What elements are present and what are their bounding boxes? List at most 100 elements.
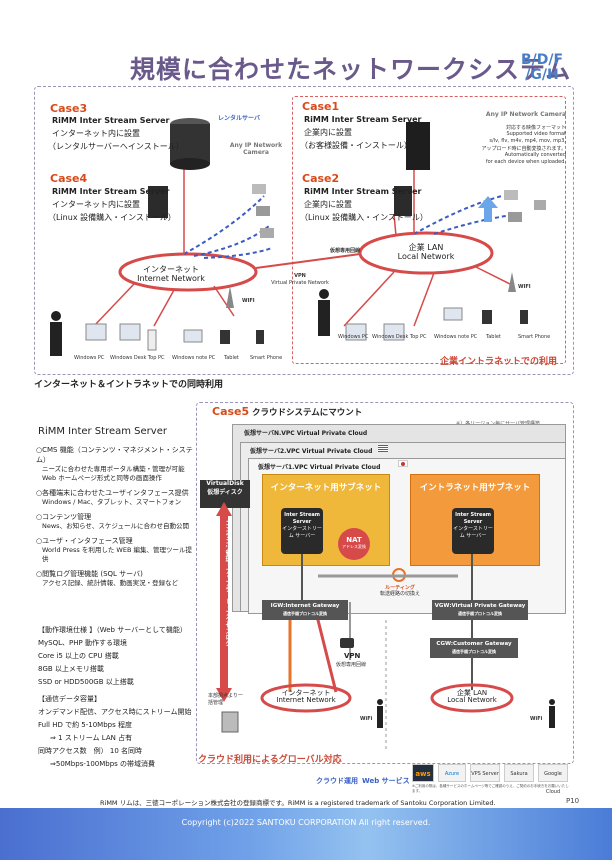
wifi-label-right: WIFI xyxy=(518,284,531,290)
device-label: Windows Desk Top PC xyxy=(372,334,427,340)
spec-data-title: 【通信データ容量】 xyxy=(38,695,101,703)
feature-item: ○コンテンツ管理 News、お知らせ、スケジュールに合わせ自動公開 xyxy=(36,512,198,531)
vgw-label: VGW:Virtual Private Gateway xyxy=(434,603,526,609)
case3-desc2: （レンタルサーバーへインストール） xyxy=(48,142,184,151)
feature-title: 閲覧ログ管理機能 (SQL サーバ) xyxy=(42,570,143,578)
cloud-lan-label: 企業 LAN xyxy=(456,689,488,697)
case4-heading: Case4 xyxy=(50,172,88,185)
case4-server: RiMM Inter Stream Server xyxy=(52,187,170,196)
virtual-disk-label-jp: 仮想ディスク xyxy=(207,489,243,496)
rental-server-label: レンタルサーバ xyxy=(218,115,260,122)
spec-line: Full HD で約 5-10Mbps 程度 xyxy=(38,721,132,729)
linux-server-left-icon xyxy=(148,186,168,218)
internet-ring xyxy=(118,252,258,292)
aws-logo: aws xyxy=(412,764,434,782)
vpc-2-label: 仮想サーバ2.VPC Virtual Private Cloud xyxy=(250,448,373,455)
vpc-n-label: 仮想サーバN.VPC Virtual Private Cloud xyxy=(244,430,368,437)
internet-subnet-label: インターネット用サブネット xyxy=(270,483,382,493)
feature-item: ○閲覧ログ管理機能 (SQL サーバ) アクセス記録、統計情報、動画実況・登録な… xyxy=(36,569,198,588)
vgw-sublabel: 通信手順プロトコル変換 xyxy=(458,611,502,616)
sakura-logo: Sakura xyxy=(504,764,534,782)
wifi-label-left: WIFI xyxy=(242,298,255,304)
intranet-caption: 企業イントラネットでの利用 xyxy=(440,357,558,367)
feature-title: ユーザ・インタフェース管理 xyxy=(42,537,133,545)
server-intranet: Inter Stream Server インターストリーム サーバー xyxy=(452,508,494,554)
spec-line: ⇒50Mbps-100Mbps の帯域消費 xyxy=(50,760,156,768)
device-label: Tablet xyxy=(486,334,501,340)
lan-label-en: Local Network xyxy=(397,252,455,261)
device-label: Smart Phone xyxy=(250,355,283,361)
hq-label: 本部拠点より一括管理 xyxy=(208,693,243,706)
top-diagram-panel xyxy=(34,86,574,375)
features-heading: RiMM Inter Stream Server xyxy=(38,426,167,437)
case3-server: RiMM Inter Stream Server xyxy=(52,116,170,125)
cloud-lan-label-en: Local Network xyxy=(447,696,497,704)
device-label: Smart Phone xyxy=(518,334,551,340)
internet-label-en: Internet Network xyxy=(137,274,205,283)
google-cloud-logo: Google Cloud xyxy=(538,764,568,795)
igw-box: IGW:Internet Gateway 通信手順プロトコル変換 xyxy=(262,600,348,620)
routing-sublabel: 転送経路の切換え xyxy=(379,591,420,597)
rack-server-icon xyxy=(406,122,430,170)
cloud-internet-label-en: Internet Network xyxy=(276,696,336,704)
trademark-notice: RiMM リムは、三徳コーポレーション株式会社の登録商標です。RiMM is a… xyxy=(100,799,496,807)
server-internet-label-jp: インターストリーム サーバー xyxy=(282,526,322,539)
feature-title: コンテンツ管理 xyxy=(42,513,92,521)
internet-label: インターネット xyxy=(143,265,199,274)
nat-badge: NAT アドレス変換 xyxy=(338,528,370,560)
device-label: Windows Desk Top PC xyxy=(110,355,165,361)
vpn-label-cloud: VPN xyxy=(344,652,361,660)
virtual-disk: VirtualDisk 仮想ディスク xyxy=(200,480,250,508)
spec-line: オンデマンド配信、アクセス時にストリーム開始 xyxy=(38,708,192,716)
feature-body: Windows / Mac、タブレット、スマートフォン xyxy=(42,498,182,506)
cgw-sublabel: 通信手順プロトコル変換 xyxy=(452,649,496,654)
device-label: Windows note PC xyxy=(172,355,216,361)
server-intranet-label: Inter Stream Server xyxy=(455,512,491,525)
nat-label: NAT xyxy=(346,536,362,544)
virtual-disk-label: VirtualDisk xyxy=(206,480,244,487)
top-network-lines xyxy=(50,118,546,356)
vpc-1-label: 仮想サーバ1.VPC Virtual Private Cloud xyxy=(258,464,381,471)
model-badge: B/D/F /G/H xyxy=(520,52,564,83)
spec-line: MySQL、PHP 動作する環境 xyxy=(38,639,127,647)
azure-logo: Azure xyxy=(438,764,466,782)
camera-label-left: Any IP Network Camera xyxy=(229,142,283,156)
cloud-network-lines xyxy=(216,502,555,752)
case3-heading: Case3 xyxy=(50,102,88,115)
feature-item: ○各種端末に合わせたユーザインタフェース提供 Windows / Mac、タブレ… xyxy=(36,488,198,507)
intranet-subnet-label: イントラネット用サブネット xyxy=(419,483,531,493)
feature-item: ○CMS 機能（コンテンツ・マネジメント・システム） ニーズに合わせた専用ポータ… xyxy=(36,445,198,483)
cloud-caption: クラウド利用によるグローバル対応 xyxy=(198,755,342,765)
format-line2: Supported video format xyxy=(506,131,566,137)
case2-server: RiMM Inter Stream Server xyxy=(304,187,422,196)
page-title: 規模に合わせたネットワークシステム xyxy=(130,55,572,84)
server-internet: Inter Stream Server インターストリーム サーバー xyxy=(281,508,323,554)
case2-desc1: 企業内に設置 xyxy=(304,200,352,209)
intranet-box xyxy=(292,96,566,364)
dedicated-line-label: 仮想専用回線 xyxy=(330,248,361,254)
japan-flag-icon xyxy=(398,460,408,467)
features-list: ○CMS 機能（コンテンツ・マネジメント・システム） ニーズに合わせた専用ポータ… xyxy=(36,445,198,593)
cloud-internet-label: インターネット xyxy=(281,689,331,697)
igw-sublabel: 通信手順プロトコル変換 xyxy=(283,611,327,616)
case5-heading: Case5 xyxy=(212,405,250,418)
wifi-label-cloud-left: WiFi xyxy=(360,716,373,722)
feature-body: World Press を利用した WEB 編集、管理ツール提供 xyxy=(42,546,192,563)
spec-line: Core i5 以上の CPU 搭載 xyxy=(38,652,119,660)
case4-desc1: インターネット内に設置 xyxy=(52,200,140,209)
case1-desc1: 企業内に設置 xyxy=(304,128,352,137)
server-internet-label: Inter Stream Server xyxy=(284,512,320,525)
fine-print: ※ご利用の際は、各種サービスのホームページ等でご確認のうえ、ご契約のお手続きをお… xyxy=(412,784,569,793)
case3-desc1: インターネット内に設置 xyxy=(52,129,140,138)
feature-title: CMS 機能（コンテンツ・マネジメント・システム） xyxy=(36,446,193,464)
vertical-management-label: コンテンツ管理・アップデート・アクセスログ xyxy=(224,520,231,646)
device-label: Windows PC xyxy=(74,355,105,361)
feature-body: Web ホームページ形式と同等の画面操作 xyxy=(42,474,162,482)
case1-heading: Case1 xyxy=(302,100,340,113)
format-line1: 対応する映像フォーマット xyxy=(505,125,566,131)
case4-desc2: （Linux 設備購入・インストール） xyxy=(48,213,176,222)
page-number: P10 xyxy=(566,797,580,805)
format-line3: s/lv, flv, m4v, mp4, mov, mp3, xyxy=(489,138,566,144)
feature-body: News、お知らせ、スケジュールに合わせ自動公開 xyxy=(42,522,189,530)
vpn-label: VPN xyxy=(294,273,306,279)
